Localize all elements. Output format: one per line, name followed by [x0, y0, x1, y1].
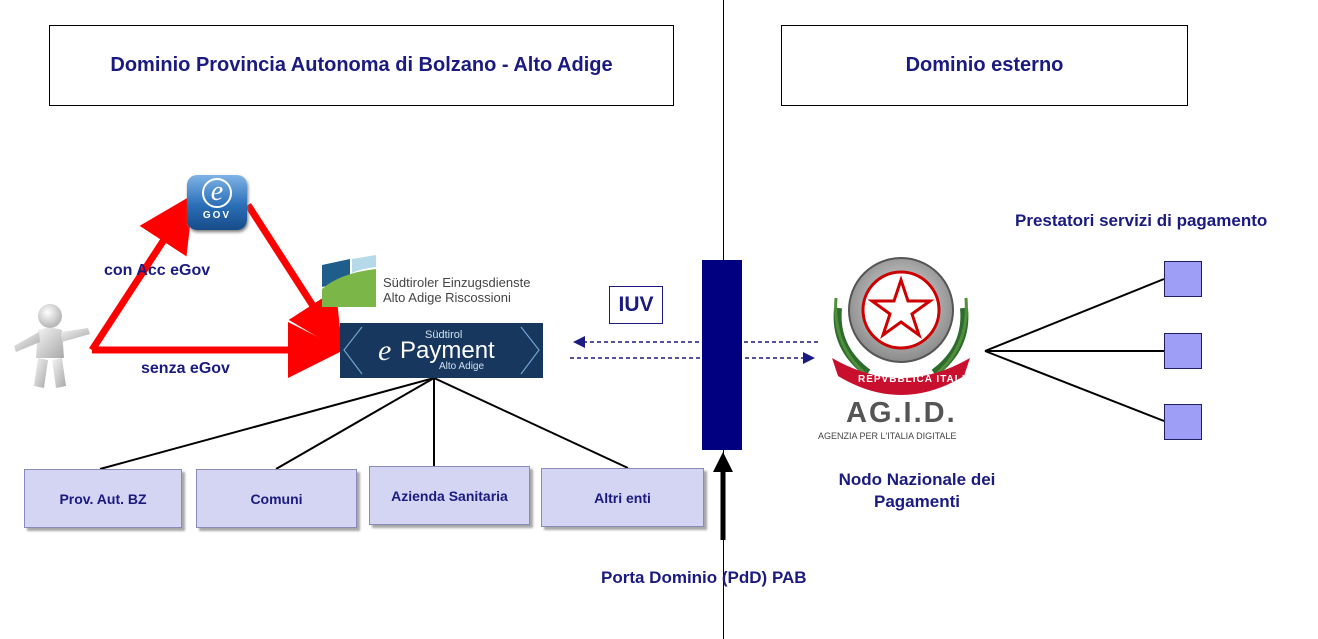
link-psp-3 [984, 350, 1165, 422]
epayment-logo: Südtirol e Payment Alto Adige [340, 323, 543, 378]
agid-full-name: AGENZIA PER L'ITALIA DIGITALE [818, 431, 957, 441]
external-domain-title: Dominio esterno [905, 54, 1064, 76]
egov-icon-text: GOV [202, 210, 232, 221]
epayment-chevrons-icon [343, 326, 540, 375]
flow-label-without-egov: senza eGov [141, 360, 230, 377]
flow-user-to-egov [89, 194, 194, 352]
link-entity-prov [99, 377, 435, 470]
internal-domain-box: Dominio Provincia Autonoma di Bolzano - … [49, 25, 674, 106]
agid-caption: Nodo Nazionale dei Pagamenti [808, 469, 1026, 513]
epayment-top-text: Südtirol [425, 329, 463, 341]
entity-comuni: Comuni [196, 469, 357, 528]
user-figure-icon [14, 304, 90, 388]
egov-icon: e GOV [187, 175, 247, 230]
agid-caption-line2: Pagamenti [874, 492, 960, 511]
entity-label: Azienda Sanitaria [391, 487, 508, 504]
entity-altri-enti: Altri enti [541, 468, 704, 527]
internal-domain-title: Dominio Provincia Autonoma di Bolzano - … [110, 54, 613, 76]
entity-azienda-sanitaria: Azienda Sanitaria [369, 466, 530, 525]
agid-caption-line1: Nodo Nazionale dei [838, 470, 996, 489]
psp-box-2 [1164, 333, 1202, 369]
agid-ribbon-text: REPVBBLICA ITALIANA [858, 374, 991, 385]
iuv-box: IUV [609, 286, 663, 324]
pdd-bar [702, 260, 742, 450]
external-domain-box: Dominio esterno [781, 25, 1188, 106]
link-entity-altri [433, 377, 629, 469]
agid-emblem-icon [832, 257, 970, 395]
pdd-label: Porta Dominio (PdD) PAB [601, 568, 807, 587]
sed-logo-icon [322, 255, 376, 307]
entity-prov-aut-bz: Prov. Aut. BZ [24, 469, 182, 528]
sed-logo-line1: Südtiroler Einzugsdienste [383, 275, 531, 290]
egov-icon-letter: e [202, 178, 232, 208]
flow-egov-to-epayment [245, 203, 343, 352]
entity-label: Comuni [250, 490, 303, 507]
entity-label: Prov. Aut. BZ [59, 490, 147, 507]
psp-box-3 [1164, 404, 1202, 440]
epayment-bottom-text: Alto Adige [439, 361, 485, 372]
flow-label-with-egov: con Acc eGov [104, 262, 211, 279]
iuv-label: IUV [618, 293, 654, 316]
sed-logo-line2: Alto Adige Riscossioni [383, 290, 511, 305]
entity-label: Altri enti [594, 489, 651, 506]
link-psp-1 [984, 278, 1165, 352]
sed-logo-text: Südtiroler Einzugsdienste Alto Adige Ris… [383, 275, 530, 305]
psp-title: Prestatori servizi di pagamento [1015, 211, 1268, 230]
agid-name: AG.I.D. [846, 397, 957, 429]
epayment-prefix: e [378, 334, 392, 367]
psp-box-1 [1164, 261, 1202, 297]
pdd-arrow-head [713, 452, 733, 472]
epayment-main-text: Payment [400, 337, 495, 364]
link-entity-comuni [275, 377, 435, 470]
